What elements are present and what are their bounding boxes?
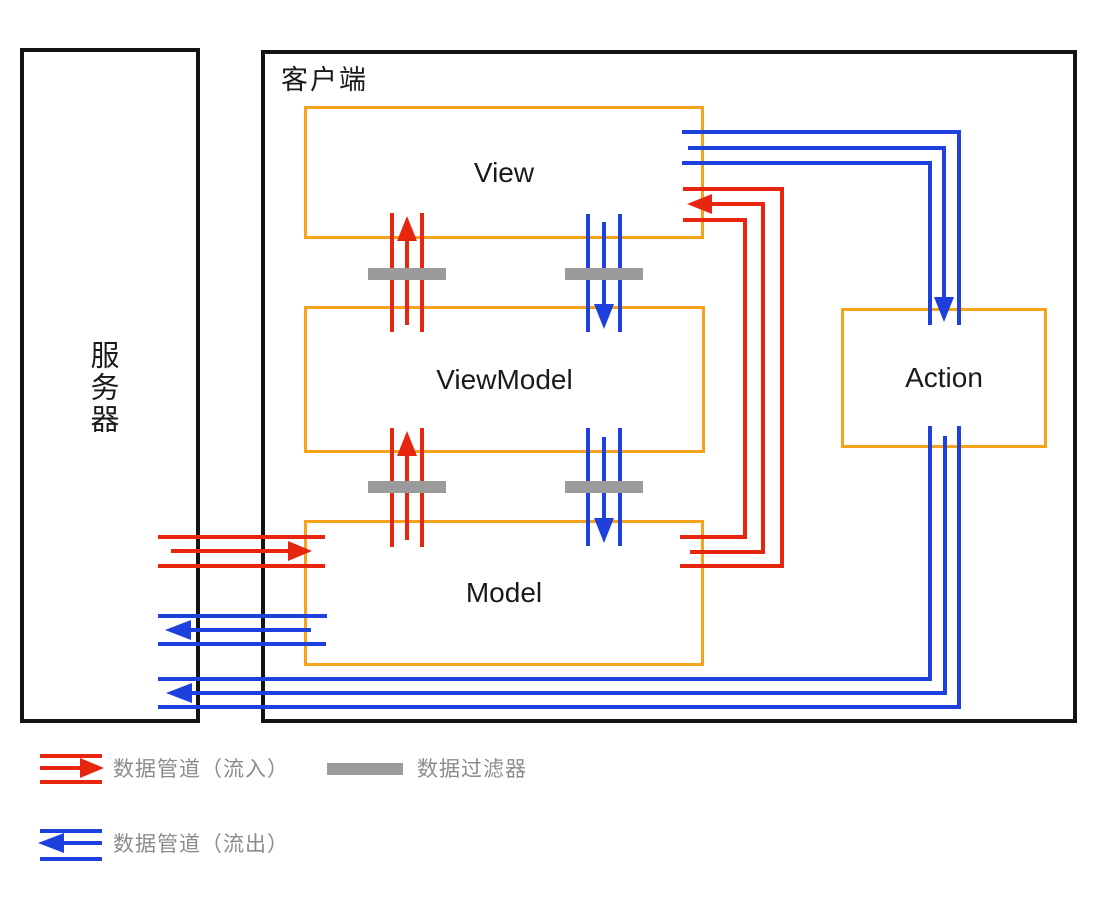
action-box: Action <box>841 308 1047 448</box>
legend-outflow-label: 数据管道（流出） <box>113 833 289 856</box>
legend-inflow-label: 数据管道（流入） <box>113 758 289 781</box>
server-label: 服务器 <box>86 340 118 436</box>
model-box: Model <box>304 520 704 666</box>
view-label: View <box>473 156 535 188</box>
arrow-right-icon <box>80 758 104 778</box>
client-box <box>261 50 1077 723</box>
legend-filter-label: 数据过滤器 <box>417 758 527 781</box>
legend-inflow-symbol <box>40 754 104 784</box>
action-label: Action <box>905 362 983 393</box>
viewmodel-label: ViewModel <box>436 363 573 395</box>
legend-filter-symbol <box>327 763 403 775</box>
view-box: View <box>304 106 704 239</box>
client-label: 客户端 <box>281 65 368 95</box>
model-label: Model <box>465 577 543 608</box>
arrow-left-icon <box>38 833 64 853</box>
viewmodel-box: ViewModel <box>304 306 705 453</box>
server-box <box>20 48 200 723</box>
legend-outflow-symbol <box>38 829 102 861</box>
